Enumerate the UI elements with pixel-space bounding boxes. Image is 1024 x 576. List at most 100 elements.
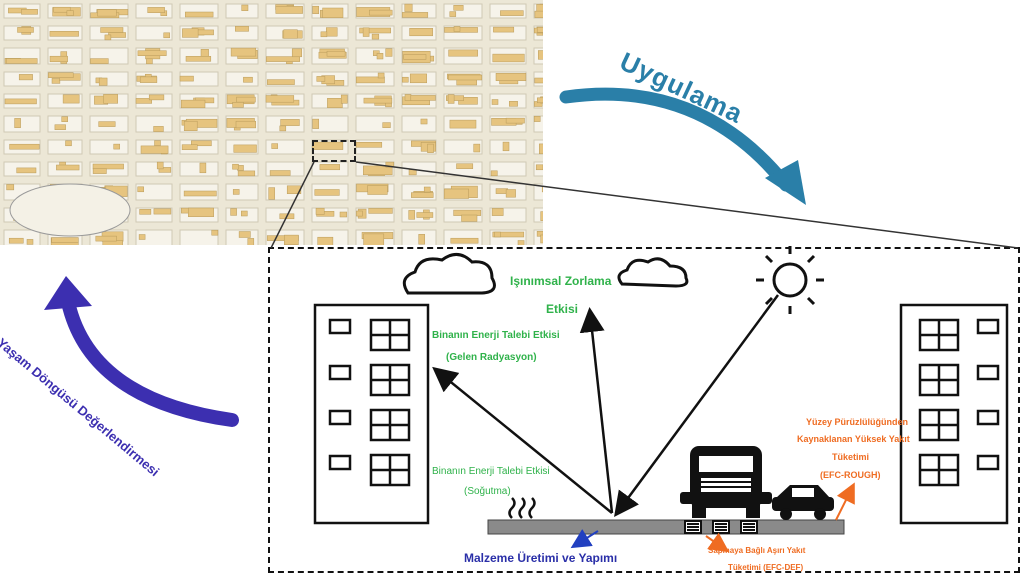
map-building <box>283 29 298 39</box>
map-building <box>65 140 72 147</box>
map-building <box>537 97 543 104</box>
city-map <box>0 0 543 245</box>
map-block <box>533 183 543 201</box>
map-building <box>51 78 61 84</box>
deflection-arrow <box>705 532 730 553</box>
map-building <box>232 102 244 108</box>
map-building <box>495 73 527 81</box>
map-building <box>236 96 256 103</box>
map-building <box>367 185 388 195</box>
radiative-forcing-label-2: Etkisi <box>546 302 579 316</box>
map-building <box>320 31 328 38</box>
map-building <box>416 212 434 218</box>
map-block <box>443 139 483 155</box>
map-building <box>56 164 80 171</box>
map-building <box>62 94 80 104</box>
map-block <box>225 3 259 19</box>
map-building <box>241 210 248 217</box>
roughness-label-2: Kaynaklanan Yüksek Yakıt <box>797 434 910 444</box>
map-block <box>401 115 437 133</box>
map-building <box>517 240 525 245</box>
map-building <box>461 214 478 222</box>
left-building <box>313 303 430 525</box>
map-building <box>408 210 415 220</box>
map-building <box>146 58 153 65</box>
radiative-forcing-label-1: Işınımsal Zorlama <box>510 274 612 288</box>
map-building <box>449 11 457 17</box>
map-building <box>97 9 117 17</box>
map-building <box>18 74 33 81</box>
map-building <box>473 143 481 153</box>
map-building <box>180 99 206 109</box>
map-building <box>371 33 380 40</box>
map-block <box>533 115 543 133</box>
map-building <box>49 55 68 63</box>
heat-waves-icon <box>508 497 536 519</box>
map-building <box>98 77 108 86</box>
right-building <box>899 303 1009 525</box>
energy-demand-cooling-label-1: Binanın Enerji Talebi Etkisi <box>432 466 550 477</box>
map-building <box>233 144 257 153</box>
map-building <box>505 117 525 124</box>
map-building <box>534 10 543 18</box>
map-building <box>369 9 393 16</box>
map-building <box>268 187 275 200</box>
map-building <box>5 58 38 64</box>
map-building <box>191 140 212 147</box>
map-building <box>339 211 348 218</box>
uygulama-arrow <box>559 87 806 205</box>
map-building <box>411 192 434 198</box>
zoom-connector-left <box>270 161 315 249</box>
map-building <box>279 125 287 132</box>
incoming-radiation-arrow <box>614 294 780 518</box>
map-building <box>447 94 455 104</box>
roughness-label-3: Tüketimi <box>832 452 870 462</box>
map-building <box>54 124 66 130</box>
map-building <box>238 231 251 238</box>
map-building <box>316 76 326 82</box>
map-building <box>163 32 170 39</box>
map-building <box>494 231 501 238</box>
map-building <box>317 236 334 245</box>
map-building <box>211 229 219 236</box>
map-building <box>92 163 124 170</box>
map-building <box>183 190 217 197</box>
map-block <box>311 115 349 133</box>
material-arrow <box>570 529 599 549</box>
map-building <box>265 95 295 103</box>
map-building <box>355 142 383 148</box>
map-building <box>51 237 79 243</box>
radiative-forcing-arrow <box>579 307 614 514</box>
map-block <box>489 161 527 177</box>
map-block <box>135 25 173 41</box>
map-building <box>404 3 413 12</box>
map-building <box>183 120 198 131</box>
map-building <box>312 5 319 14</box>
map-building <box>448 74 483 81</box>
energy-demand-incoming-label-1: Binanın Enerji Talebi Etkisi <box>432 330 560 341</box>
cloud-icon-small <box>617 257 689 288</box>
map-building <box>185 56 212 62</box>
map-building <box>377 72 385 79</box>
map-building <box>453 26 461 32</box>
map-building <box>153 208 172 215</box>
map-building <box>340 94 348 104</box>
map-building <box>322 7 344 18</box>
roughness-arrow <box>835 482 855 521</box>
map-building <box>266 56 300 62</box>
map-building <box>9 143 40 150</box>
map-building <box>104 34 112 41</box>
map-building <box>6 184 15 191</box>
map-building <box>538 50 543 60</box>
energy-demand-cooling-label-2: (Soğutma) <box>464 486 511 497</box>
map-building <box>427 143 434 153</box>
map-building <box>453 5 464 11</box>
map-block <box>355 47 395 65</box>
map-building <box>139 209 152 215</box>
map-building <box>443 188 469 199</box>
map-building <box>48 72 74 78</box>
map-building <box>181 144 198 150</box>
map-building <box>420 118 428 125</box>
deflection-label-1: Sapmaya Bağlı Aşırı Yakıt <box>708 546 806 555</box>
